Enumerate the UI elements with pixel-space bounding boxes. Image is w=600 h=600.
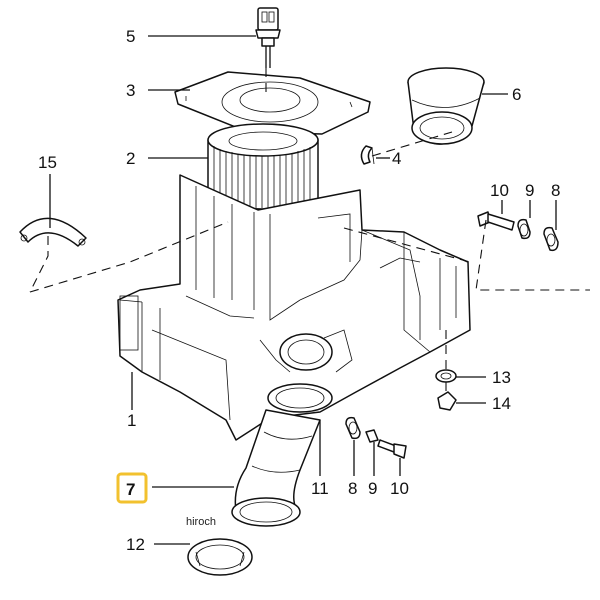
label-8-top: 8 bbox=[551, 181, 560, 200]
label-10-bottom: 10 bbox=[390, 479, 409, 498]
highlighted-callout-7: 7 bbox=[116, 472, 148, 504]
part-3-cover-plate bbox=[174, 71, 371, 135]
label-11: 11 bbox=[311, 479, 329, 498]
label-1: 1 bbox=[127, 411, 136, 430]
parts-13-14 bbox=[435, 369, 457, 411]
label-15: 15 bbox=[38, 153, 57, 172]
part-15-clamp bbox=[19, 217, 87, 247]
leader-lines bbox=[49, 35, 557, 545]
callout-labels: 5 3 2 4 6 15 10 9 8 1 13 14 11 8 9 10 12 bbox=[38, 27, 560, 554]
label-5: 5 bbox=[126, 27, 135, 46]
part-7-intake-hose bbox=[231, 409, 321, 527]
part-1-housing bbox=[117, 174, 471, 441]
label-2: 2 bbox=[126, 149, 135, 168]
assembly-lines bbox=[29, 68, 590, 394]
label-9-top: 9 bbox=[525, 181, 534, 200]
label-3: 3 bbox=[126, 81, 135, 100]
label-7: 7 bbox=[126, 480, 135, 499]
label-12: 12 bbox=[126, 535, 145, 554]
highlight-box bbox=[116, 472, 148, 504]
part-5-sensor bbox=[255, 7, 281, 68]
label-6: 6 bbox=[512, 85, 521, 104]
label-9-bottom: 9 bbox=[368, 479, 377, 498]
label-10-top: 10 bbox=[490, 181, 509, 200]
hardware-bottom bbox=[345, 416, 407, 459]
label-8-bottom: 8 bbox=[348, 479, 357, 498]
watermark-text: hiroch bbox=[186, 516, 216, 528]
label-14: 14 bbox=[492, 394, 511, 413]
label-4: 4 bbox=[392, 149, 401, 168]
part-6-hose-sleeve bbox=[407, 67, 485, 145]
part-4-clip bbox=[360, 145, 375, 165]
part-11-sleeve bbox=[267, 383, 333, 413]
part-12-hose-clamp bbox=[187, 538, 253, 576]
hardware-top-right bbox=[477, 211, 559, 252]
label-13: 13 bbox=[492, 368, 511, 387]
